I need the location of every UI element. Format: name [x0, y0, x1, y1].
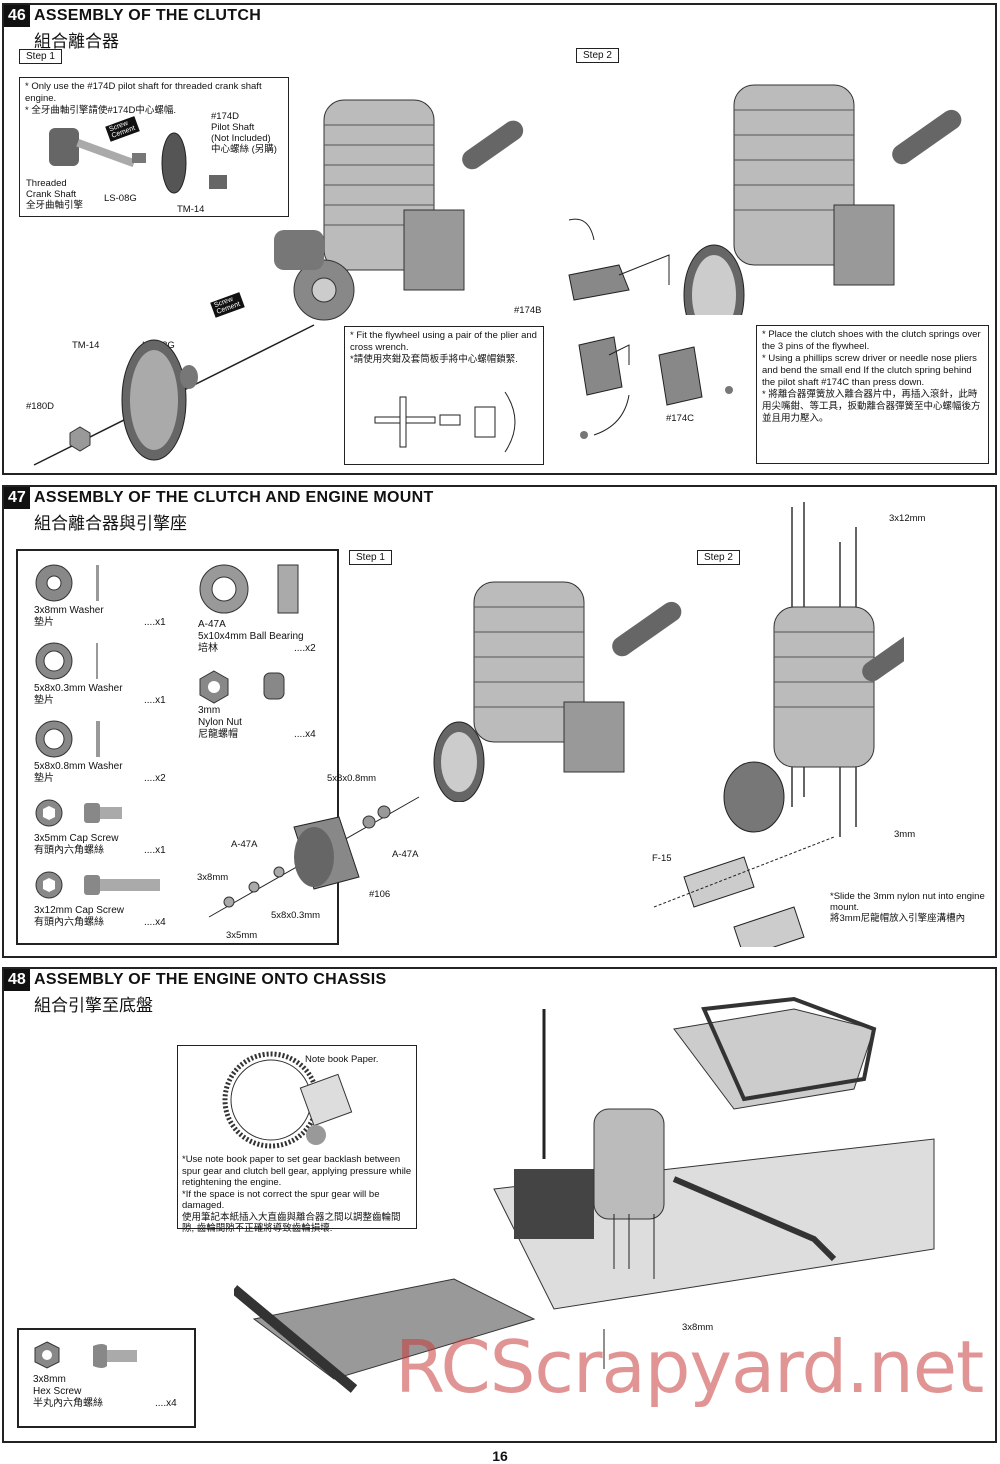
part-item: 3x5mm Cap Screw 有頭內六角螺絲....x1 [34, 797, 194, 869]
engine-illustration-step2 [683, 84, 962, 315]
section-number: 48 [4, 969, 30, 991]
pilot-shaft-note-text: * Only use the #174D pilot shaft for thr… [25, 81, 262, 116]
part-qty: ....x4 [144, 917, 166, 928]
washer-icon [35, 564, 99, 602]
part-name-cn: 半丸內六角螺絲....x4 [33, 1398, 177, 1409]
label-180d: #180D [26, 401, 54, 412]
label-tm14-b: TM-14 [72, 340, 100, 351]
label-a47a-2: A-47A [392, 849, 419, 860]
part-item: 3mm Nylon Nut 尼龍螺帽....x4 [198, 669, 338, 749]
step-1-label: Step 1 [349, 550, 392, 565]
part-qty: ....x2 [294, 643, 316, 654]
engine-mount-illustration [653, 502, 904, 947]
part-name: 5x8x0.8mm Washer [34, 761, 123, 772]
engine-illustration-step1 [433, 581, 682, 802]
clutch-bell-exploded [208, 796, 420, 918]
step-2-label: Step 2 [697, 550, 740, 565]
label-3mm: 3mm [894, 829, 916, 840]
label-a47a-1: A-47A [231, 839, 258, 850]
section-48: 48 ASSEMBLY OF THE ENGINE ONTO CHASSIS 組… [2, 967, 997, 1443]
label-3x8: 3x8mm [197, 872, 229, 883]
section-47: 47 ASSEMBLY OF THE CLUTCH AND ENGINE MOU… [2, 485, 997, 958]
section-title-cn: 組合離合器與引擎座 [34, 514, 187, 534]
section-title: ASSEMBLY OF THE CLUTCH AND ENGINE MOUNT [34, 489, 434, 506]
part-qty: ....x4 [155, 1398, 177, 1409]
engine-illustration-step1 [274, 99, 524, 321]
part-item: 5x8x0.8mm Washer 墊片....x2 [34, 719, 194, 791]
page-number: 16 [492, 1448, 508, 1464]
part-qty: ....x1 [144, 617, 166, 628]
label-notebook-paper: Note book Paper. [305, 1054, 379, 1065]
section-number: 46 [4, 5, 30, 27]
section-46: 46 ASSEMBLY OF THE CLUTCH 組合離合器 Step 1 S… [2, 3, 997, 475]
step-1-label: Step 1 [19, 49, 62, 64]
part-item: 3x8mm Hex Screw 半丸內六角螺絲....x4 [33, 1340, 193, 1425]
ball-bearing-icon [199, 564, 299, 614]
nylon-nut-note: *Slide the 3mm nylon nut into engine mou… [830, 891, 985, 924]
pilot-shaft-illustration [49, 128, 227, 194]
part-name-cn: 有頭內六角螺絲....x1 [34, 845, 166, 856]
washer-icon [35, 642, 98, 680]
label-5x8x08: 5x8x0.8mm [327, 773, 377, 784]
spur-gear-icon [222, 1051, 353, 1149]
label-106: #106 [369, 889, 391, 900]
section-number: 47 [4, 487, 30, 509]
gear-backlash-note: Note book Paper. *Use note book paper to… [177, 1045, 417, 1234]
cross-wrench-icon [374, 391, 516, 453]
chassis-illustration [234, 996, 935, 1393]
part-name-cn: 有頭內六角螺絲....x4 [34, 917, 166, 928]
part-name: 3x8mm Hex Screw [33, 1374, 82, 1397]
parts-box: 3x8mm Washer 墊片....x1 5x8x0.3mm Washer 墊… [16, 549, 339, 945]
label-threaded-crank: Threaded Crank Shaft 全牙曲軸引擎 [26, 178, 84, 211]
label-ls08g-a: LS-08G [104, 193, 137, 204]
part-qty: ....x1 [144, 695, 166, 706]
label-f15: F-15 [652, 853, 672, 864]
flywheel-note: * Fit the flywheel using a pair of the p… [344, 326, 544, 465]
part-name: 5x8x0.3mm Washer [34, 683, 123, 694]
part-name-cn: 墊片....x2 [34, 773, 166, 784]
label-174c: #174C [666, 413, 694, 424]
section-title-cn: 組合離合器 [34, 32, 119, 52]
section-title: ASSEMBLY OF THE CLUTCH [34, 7, 262, 24]
flywheel-illustration [33, 324, 315, 466]
gear-note-text: *Use note book paper to set gear backlas… [182, 1154, 412, 1234]
part-name: A-47A 5x10x4mm Ball Bearing [198, 619, 304, 642]
hex-screw-icon [34, 1341, 137, 1369]
part-name-cn: 培林....x2 [198, 643, 316, 654]
part-qty: ....x4 [294, 729, 316, 740]
part-name: 3mm Nylon Nut [198, 705, 242, 728]
label-5x8x03: 5x8x0.3mm [271, 910, 321, 921]
part-name: 3x5mm Cap Screw [34, 833, 119, 844]
part-item: A-47A 5x10x4mm Ball Bearing 培林....x2 [198, 563, 338, 663]
washer-icon [35, 720, 100, 758]
label-3x5: 3x5mm [226, 930, 258, 941]
part-item: 3x12mm Cap Screw 有頭內六角螺絲....x4 [34, 869, 194, 941]
flywheel-note-text: * Fit the flywheel using a pair of the p… [350, 330, 537, 365]
clutch-note: * Place the clutch shoes with the clutch… [756, 325, 989, 464]
cap-screw-icon [35, 799, 122, 827]
section-title-cn: 組合引擎至底盤 [34, 996, 153, 1016]
label-3x8-screw: 3x8mm [682, 1322, 714, 1333]
part-name-cn: 墊片....x1 [34, 617, 166, 628]
label-174b: #174B [514, 305, 542, 316]
label-3x12: 3x12mm [889, 513, 926, 524]
part-name-cn: 墊片....x1 [34, 695, 166, 706]
part-qty: ....x2 [144, 773, 166, 784]
label-tm14-a: TM-14 [177, 204, 205, 215]
nylon-nut-icon [199, 670, 285, 704]
part-qty: ....x1 [144, 845, 166, 856]
part-item: 3x8mm Washer 墊片....x1 [34, 563, 194, 635]
part-name: 3x8mm Washer [34, 605, 104, 616]
clutch-shoes-illustration [568, 218, 733, 439]
clutch-note-text: * Place the clutch shoes with the clutch… [762, 329, 981, 424]
section-title: ASSEMBLY OF THE ENGINE ONTO CHASSIS [34, 971, 387, 988]
step-2-label: Step 2 [576, 48, 619, 63]
part-item: 5x8x0.3mm Washer 墊片....x1 [34, 641, 194, 713]
part-name: 3x12mm Cap Screw [34, 905, 125, 916]
label-pilot-shaft: #174D Pilot Shaft (Not Included) 中心螺絲 (另… [211, 111, 277, 155]
watermark: RCScrapyard.net [395, 1325, 984, 1409]
part-name-cn: 尼龍螺帽....x4 [198, 729, 316, 740]
cap-screw-icon [35, 871, 160, 899]
parts-box: 3x8mm Hex Screw 半丸內六角螺絲....x4 [17, 1328, 196, 1428]
